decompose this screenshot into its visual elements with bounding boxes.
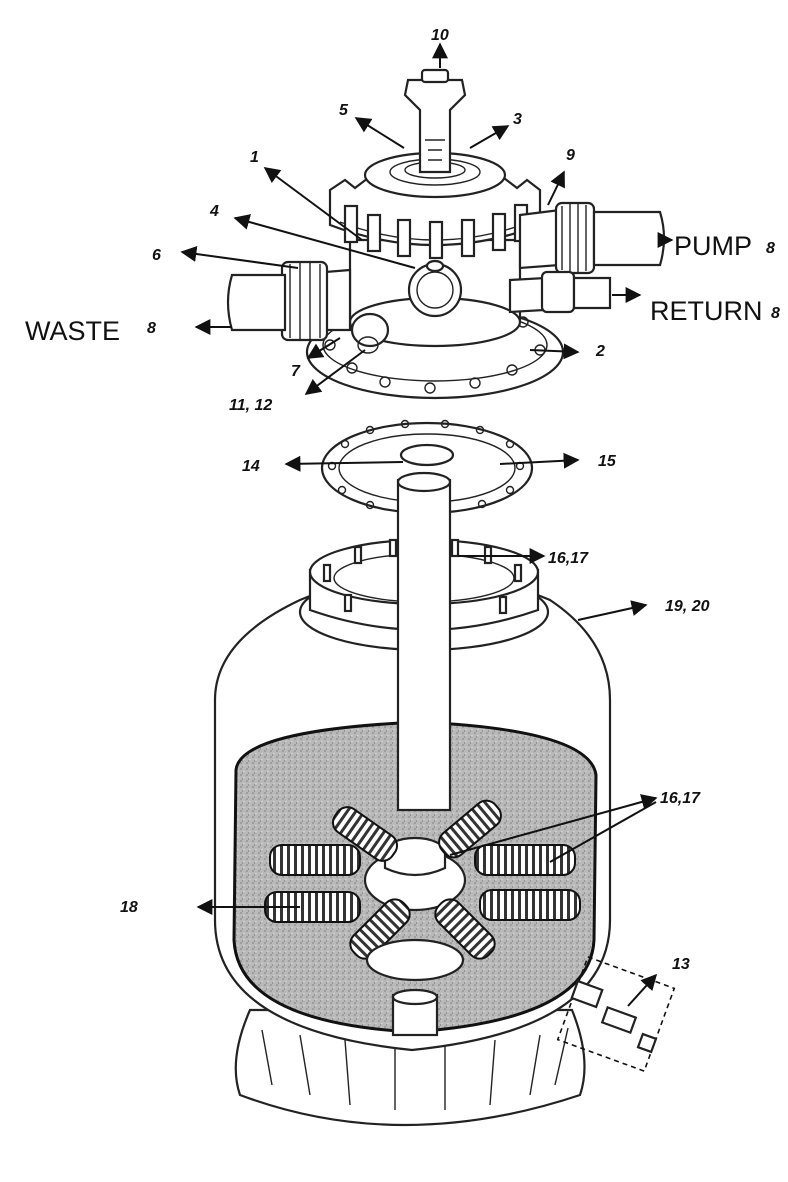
waste-port-label: WASTE [25,316,120,346]
callout-5: 5 [339,102,349,119]
callout-7: 7 [291,363,301,380]
laterals [264,799,581,982]
callout-3: 3 [513,111,522,128]
callout-6: 6 [152,247,161,264]
pump-port-label: PUMP [674,231,752,261]
waste-port-number: 8 [147,320,156,337]
callout-labels: 10 5 3 1 9 4 6 2 7 11, 12 14 15 16,17 19… [25,27,780,973]
base-stand-feet [261,1027,569,1110]
callout-16-17-top: 16,17 [548,550,589,567]
callout-14: 14 [242,458,260,475]
callout-18: 18 [120,899,138,916]
callout-1: 1 [250,149,259,166]
multiport-valve [226,68,666,400]
callout-19-20: 19, 20 [665,598,710,615]
lid-ribs [343,203,529,260]
leader-lines [180,42,674,1007]
tank-drain-plug [556,955,676,1073]
callout-4: 4 [209,203,219,220]
callout-9: 9 [566,147,575,164]
callout-2: 2 [595,343,605,360]
filter-tank [213,471,676,1127]
callout-10: 10 [431,27,449,44]
return-port-number: 8 [771,305,780,322]
callout-16-17-bottom: 16,17 [660,790,701,807]
return-port-label: RETURN [650,296,763,326]
pump-port-number: 8 [766,240,775,257]
callout-15: 15 [598,453,617,470]
callout-11-12: 11, 12 [229,397,272,414]
callout-13: 13 [672,956,690,973]
